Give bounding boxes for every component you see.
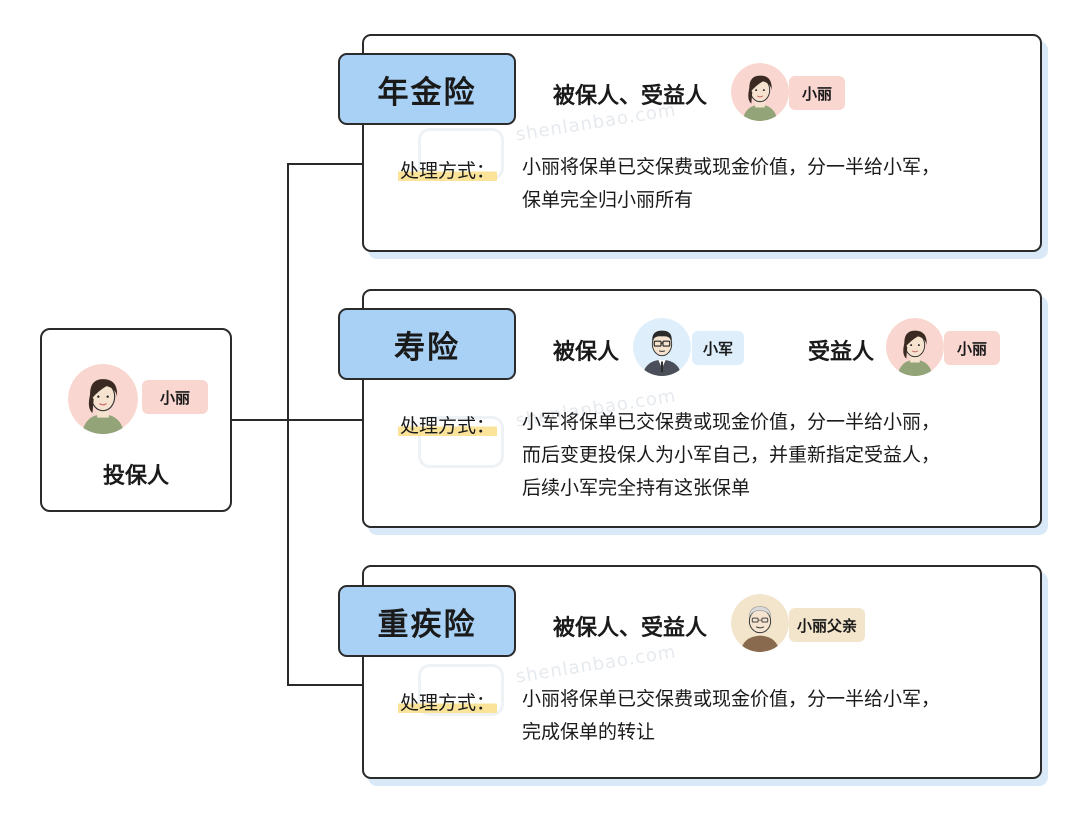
card-annuity-title: 年金险 — [338, 53, 516, 125]
policyholder-box: 小丽 投保人 — [40, 328, 232, 512]
card-annuity-method-label: 处理方式： — [398, 156, 498, 183]
card-critical-illness-method-text: 小丽将保单已交保费或现金价值，分一半给小军， 完成保单的转让 — [522, 683, 940, 749]
man-avatar-icon — [633, 318, 691, 376]
policyholder-name-tag: 小丽 — [142, 380, 208, 414]
card-annuity-name-tag: 小丽 — [789, 76, 845, 110]
method-line: 完成保单的转让 — [522, 721, 656, 743]
card-life-method-text: 小军将保单已交保费或现金价值，分一半给小丽， 而后变更投保人为小军自己，并重新指… — [522, 406, 940, 505]
card-critical-illness-role-label: 被保人、受益人 — [553, 616, 708, 641]
method-line: 后续小军完全持有这张保单 — [522, 477, 751, 499]
elderly-man-avatar-icon — [731, 594, 789, 652]
connector-spine — [287, 163, 289, 686]
woman-avatar-icon — [886, 318, 944, 376]
method-line: 而后变更投保人为小军自己，并重新指定受益人， — [522, 444, 941, 466]
method-line: 小丽将保单已交保费或现金价值，分一半给小军， — [522, 156, 941, 178]
card-life-insured-label: 被保人 — [553, 340, 620, 365]
card-life-beneficiary-label: 受益人 — [808, 340, 875, 365]
card-life-method-label: 处理方式： — [398, 411, 498, 438]
connector-branch-annuity — [287, 163, 363, 165]
connector-horizontal-main — [232, 419, 289, 421]
connector-branch-critical — [287, 684, 363, 686]
woman-avatar-icon — [68, 364, 138, 434]
card-annuity-method-text: 小丽将保单已交保费或现金价值，分一半给小军， 保单完全归小丽所有 — [522, 151, 940, 217]
card-critical-illness-title: 重疾险 — [338, 585, 516, 657]
card-critical-illness-name-tag: 小丽父亲 — [789, 608, 865, 642]
card-life-beneficiary-name-tag: 小丽 — [944, 331, 1000, 365]
card-critical-illness-method-label: 处理方式： — [398, 688, 498, 715]
policyholder-label: 投保人 — [102, 464, 169, 489]
method-line: 保单完全归小丽所有 — [522, 189, 694, 211]
woman-avatar-icon — [731, 63, 789, 121]
card-life-insured-name-tag: 小军 — [692, 331, 744, 365]
card-life-title: 寿险 — [338, 308, 516, 380]
method-line: 小丽将保单已交保费或现金价值，分一半给小军， — [522, 688, 941, 710]
connector-branch-life — [287, 419, 363, 421]
method-line: 小军将保单已交保费或现金价值，分一半给小丽， — [522, 411, 941, 433]
card-annuity-role-label: 被保人、受益人 — [553, 84, 708, 109]
